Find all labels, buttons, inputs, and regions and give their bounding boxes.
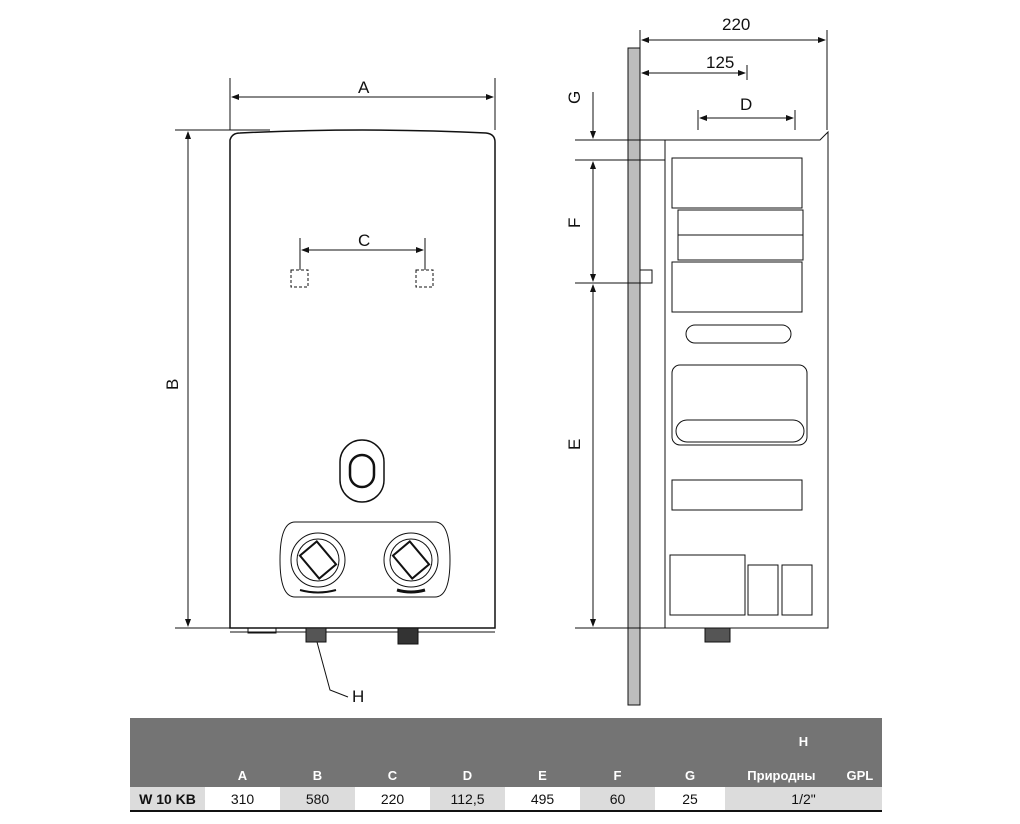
dim-label-g: G: [565, 91, 584, 104]
header-f: F: [580, 764, 655, 787]
side-view: [575, 30, 829, 706]
dim-label-125: 125: [706, 53, 734, 72]
header-model: [130, 764, 205, 787]
header-g: G: [655, 764, 725, 787]
dim-label-e: E: [565, 439, 584, 450]
dim-label-f: F: [565, 218, 584, 228]
header-d: D: [430, 764, 505, 787]
cell-e: 495: [505, 787, 580, 812]
header-h-group: H: [725, 718, 882, 764]
table-row: W 10 KB 310 580 220 112,5 495 60 25 1/2": [130, 787, 882, 812]
dim-label-a: A: [358, 78, 370, 97]
technical-drawing: A C B H 125 220 D G F E: [163, 15, 829, 706]
cell-a: 310: [205, 787, 280, 812]
header-c: C: [355, 764, 430, 787]
table-header-spacer: [130, 718, 725, 764]
cell-model: W 10 KB: [130, 787, 205, 812]
cell-b: 580: [280, 787, 355, 812]
cell-c: 220: [355, 787, 430, 812]
cell-h: 1/2": [725, 787, 882, 812]
cell-d: 112,5: [430, 787, 505, 812]
dim-label-220: 220: [722, 15, 750, 34]
dimensions-table: H A B C D E F G Природны GPL W 10 KB 310…: [130, 718, 882, 812]
header-gpl: GPL: [837, 764, 882, 787]
dim-label-h: H: [352, 687, 364, 706]
header-e: E: [505, 764, 580, 787]
dim-label-c: C: [358, 231, 370, 250]
header-a: A: [205, 764, 280, 787]
front-view: [175, 78, 496, 698]
header-b: B: [280, 764, 355, 787]
dim-label-d: D: [740, 95, 752, 114]
cell-f: 60: [580, 787, 655, 812]
dim-label-b: B: [163, 379, 182, 390]
header-natural-gas: Природны: [725, 764, 838, 787]
cell-g: 25: [655, 787, 725, 812]
